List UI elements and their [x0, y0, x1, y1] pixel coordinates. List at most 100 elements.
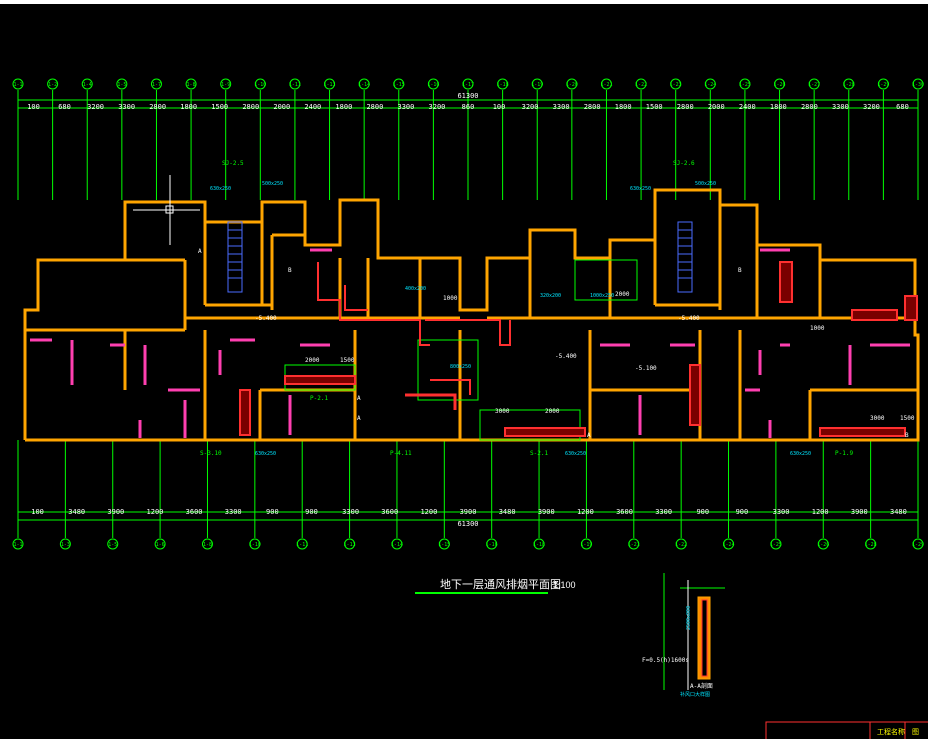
grid-bubble: [774, 78, 786, 90]
grid-label: 1-25: [739, 82, 751, 88]
dimension-value: 1200: [147, 508, 164, 516]
svg-text:1500: 1500: [900, 415, 915, 422]
section-note: F=0.5(h)1600s: [642, 657, 689, 664]
dimension-value: 1800: [180, 103, 197, 111]
grid-bubble: [12, 538, 24, 550]
grid-label: 1-11: [296, 542, 308, 548]
svg-text:B: B: [288, 267, 292, 274]
grid-bubble: [427, 78, 439, 90]
grid-bubble: [438, 538, 450, 550]
grid-label: 1-13: [344, 542, 356, 548]
dimension-value: 900: [305, 508, 318, 516]
dimension-value: 3300: [225, 508, 242, 516]
dimension-value: 3900: [538, 508, 555, 516]
dimension-value: 3600: [381, 508, 398, 516]
grid-bubble: [81, 78, 93, 90]
dimension-value: 2000: [273, 103, 290, 111]
grid-bubble: [154, 538, 166, 550]
window-top-edge: [0, 0, 928, 4]
grid-label: 1-16: [486, 542, 498, 548]
grid-bubble: [324, 78, 336, 90]
grid-bubble: [739, 78, 751, 90]
total-dimension: 61300: [457, 92, 478, 100]
grid-bubble: [843, 78, 855, 90]
grid-bubble: [566, 78, 578, 90]
svg-text:2000: 2000: [615, 291, 630, 298]
svg-text:320x200: 320x200: [540, 293, 561, 299]
grid-label: 1-24: [704, 82, 716, 88]
dimension-value: 860: [462, 103, 475, 111]
svg-text:2000: 2000: [305, 357, 320, 364]
dimension-value: 3200: [87, 103, 104, 111]
dimension-value: 2800: [677, 103, 694, 111]
grid-label: 1-5: [117, 82, 126, 88]
svg-text:B: B: [738, 267, 742, 274]
dimension-value: 1200: [420, 508, 437, 516]
dimension-value: 680: [896, 103, 909, 111]
grid-label: 1-25: [770, 542, 782, 548]
grid-bubble: [201, 538, 213, 550]
dimension-value: 3300: [118, 103, 135, 111]
grid-bubble: [670, 78, 682, 90]
grid-bubble: [150, 78, 162, 90]
grid-bubble: [185, 78, 197, 90]
grid-label: 1-18: [533, 542, 545, 548]
grid-label: 1-5: [108, 542, 117, 548]
stair-right: [677, 221, 693, 293]
grid-bubble: [59, 538, 71, 550]
svg-text:A: A: [357, 395, 361, 402]
grid-label: 1-10: [249, 542, 261, 548]
svg-text:-5.400: -5.400: [678, 315, 700, 322]
dimension-value: 100: [31, 508, 44, 516]
svg-text:SJ-2.5: SJ-2.5: [222, 160, 244, 167]
svg-text:630x250: 630x250: [255, 451, 276, 457]
grid-bubble: [12, 78, 24, 90]
dimension-value: 2800: [801, 103, 818, 111]
grid-label: 1-29: [877, 82, 889, 88]
grid-bubble: [220, 78, 232, 90]
grid-bubble: [600, 78, 612, 90]
grid-bubble: [289, 78, 301, 90]
grid-label: 1-22: [675, 542, 687, 548]
dimension-value: 1800: [615, 103, 632, 111]
dimension-value: 1500: [646, 103, 663, 111]
grid-bubble: [107, 538, 119, 550]
grid-label: 1-16: [427, 82, 439, 88]
svg-text:-5.100: -5.100: [635, 365, 657, 372]
grid-label: 1-8: [187, 82, 196, 88]
svg-text:1000: 1000: [810, 325, 825, 332]
grid-bubble: [912, 538, 924, 550]
cad-cursor: [133, 175, 200, 245]
svg-text:400x200: 400x200: [405, 286, 426, 292]
dimension-value: 3300: [832, 103, 849, 111]
grid-label: 1-28: [843, 82, 855, 88]
svg-text:A: A: [198, 248, 202, 255]
svg-text:P-2.1: P-2.1: [310, 395, 328, 402]
grid-bubble: [817, 538, 829, 550]
svg-text:1000x250: 1000x250: [590, 293, 614, 299]
grid-label: 1-20: [566, 82, 578, 88]
grid-label: 1-10: [254, 82, 266, 88]
grid-label: 1-26: [774, 82, 786, 88]
grid-label: 1-19: [531, 82, 543, 88]
grid-bubble: [486, 538, 498, 550]
svg-text:500x250: 500x250: [695, 181, 716, 187]
dimension-value: 900: [266, 508, 279, 516]
dimension-value: 3300: [773, 508, 790, 516]
grid-bubble: [628, 538, 640, 550]
dimension-value: 2800: [366, 103, 383, 111]
grid-bubble: [254, 78, 266, 90]
dimension-value: 2800: [149, 103, 166, 111]
dimension-value: 3200: [429, 103, 446, 111]
stair-left: [227, 221, 243, 293]
svg-text:1500: 1500: [340, 357, 355, 364]
svg-text:3000: 3000: [870, 415, 885, 422]
grid-label: 1-9: [221, 82, 230, 88]
dimension-value: 1800: [335, 103, 352, 111]
grid-bubble: [533, 538, 545, 550]
grid-label: 1-26: [817, 542, 829, 548]
dimension-value: 3300: [655, 508, 672, 516]
grid-bubble: [391, 538, 403, 550]
